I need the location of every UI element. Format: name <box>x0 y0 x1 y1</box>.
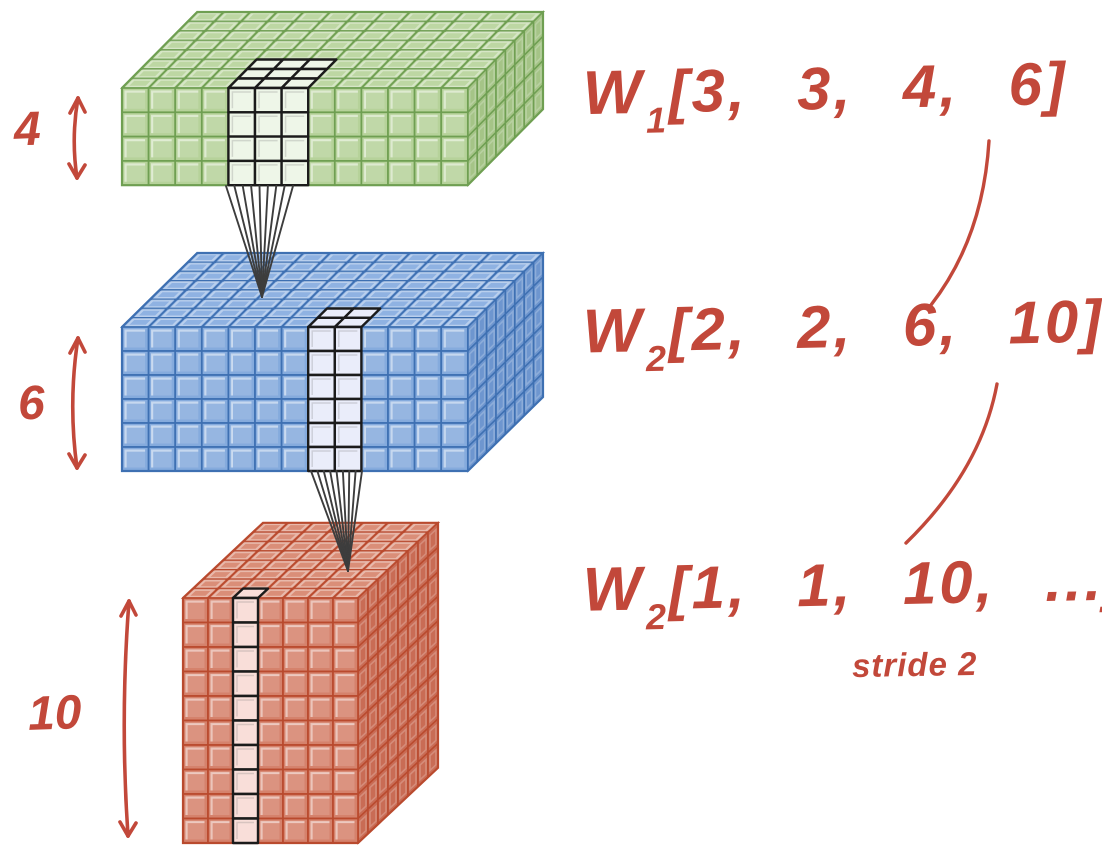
weight-letter: W <box>582 57 646 129</box>
weight-dims: [1, 1, 10, ...] <box>667 545 1102 622</box>
weight-subscript: 2 <box>645 595 667 638</box>
height-arrow-1 <box>67 96 87 180</box>
stride-note: stride 2 <box>851 644 978 685</box>
weight-letter: W <box>582 554 646 625</box>
blue-tensor-highlight-patch <box>307 307 382 473</box>
blue-tensor <box>119 251 546 473</box>
channel-connector-2 <box>904 382 999 545</box>
red-tensor-highlight-patch <box>231 587 270 845</box>
weight-subscript: 1 <box>645 99 667 141</box>
green-tensor-highlight-patch <box>227 58 338 187</box>
weight-dims: [3, 3, 4, 6] <box>667 49 1069 126</box>
conv-fan-lines-1 <box>225 185 294 298</box>
height-label-blue: 6 <box>17 376 46 431</box>
weight-letter: W <box>582 296 646 367</box>
height-label-red: 10 <box>27 686 83 741</box>
red-tensor <box>180 521 441 845</box>
height-label-green: 4 <box>13 102 42 157</box>
weight-label-1: W1[3, 3, 4, 6] <box>582 49 1069 141</box>
channel-connector-1 <box>929 139 991 307</box>
conv-fan-lines-2 <box>310 470 363 572</box>
weight-subscript: 2 <box>645 337 667 380</box>
green-tensor <box>119 10 546 188</box>
weight-label-3: W2[1, 1, 10, ...] <box>582 545 1102 638</box>
height-arrow-2 <box>67 336 87 470</box>
height-arrow-3 <box>118 599 138 838</box>
weight-dims: [2, 2, 6, 10] <box>667 287 1102 364</box>
weight-label-2: W2[2, 2, 6, 10] <box>582 287 1102 380</box>
